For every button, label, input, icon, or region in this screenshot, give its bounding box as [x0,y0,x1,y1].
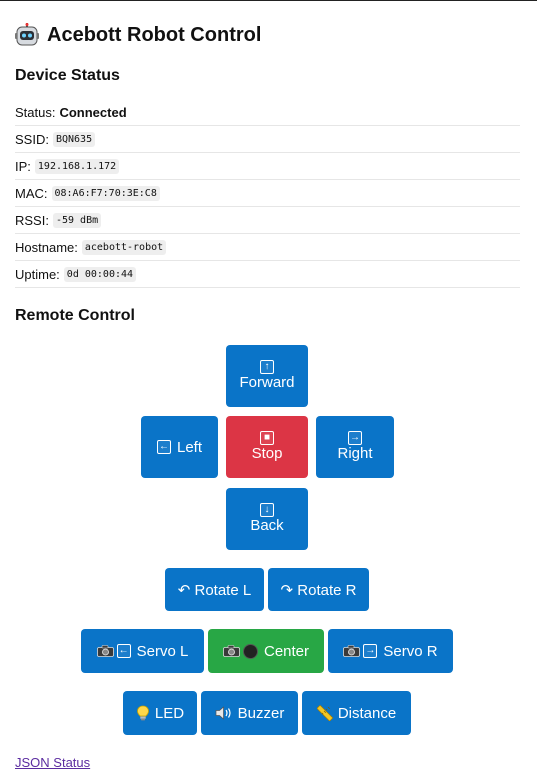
speaker-icon [215,706,231,720]
back-button[interactable]: ↓ Back [226,488,308,550]
arrow-down-icon: ↓ [260,503,274,517]
ssid-label: SSID: [15,131,49,147]
stop-label: Stop [251,445,283,462]
hostname-row: Hostname: acebott-robot [15,234,520,261]
arrow-right-icon: → [348,431,362,445]
buzzer-button[interactable]: Buzzer [201,691,298,735]
robot-icon [15,23,39,46]
camera-icon [223,645,240,657]
status-value: Connected [59,104,127,120]
mac-label: MAC: [15,185,48,201]
left-label: Left [176,438,203,456]
light-bulb-icon [137,705,149,721]
led-button[interactable]: LED [123,691,197,735]
ip-label: IP: [15,158,31,174]
arrow-left-icon: ← [156,440,171,454]
back-label: Back [250,517,284,534]
servo-left-label: Servo L [136,642,189,660]
uptime-row: Uptime: 0d 00:00:44 [15,261,520,288]
right-label: Right [337,445,373,462]
ssid-row: SSID: BQN635 [15,126,520,153]
uptime-value: 0d 00:00:44 [63,266,137,282]
ruler-icon [316,705,333,721]
arrow-right-icon: → [363,644,378,658]
rotate-right-label: ↷ Rotate R [280,581,357,599]
led-label: LED [154,704,185,722]
stop-icon: ■ [260,431,274,445]
mac-value: 08:A6:F7:70:3E:C8 [51,185,160,201]
rotate-left-label: ↶ Rotate L [177,581,252,599]
servo-left-button[interactable]: ← Servo L [81,629,204,673]
arrow-up-icon: ↑ [260,360,274,374]
rssi-row: RSSI: -59 dBm [15,207,520,234]
servo-right-label: Servo R [383,642,438,660]
black-circle-icon [242,643,258,659]
servo-center-button[interactable]: Center [208,629,324,673]
rssi-label: RSSI: [15,212,49,228]
arrow-left-icon: ← [116,644,131,658]
forward-button[interactable]: ↑ Forward [226,345,308,407]
device-status-heading: Device Status [15,67,120,84]
buzzer-label: Buzzer [237,704,285,722]
page-title: Acebott Robot Control [15,21,522,49]
rotate-right-button[interactable]: ↷ Rotate R [268,568,369,611]
ip-row: IP: 192.168.1.172 [15,153,520,180]
stop-button[interactable]: ■ Stop [226,416,308,478]
left-button[interactable]: ← Left [141,416,218,478]
mac-row: MAC: 08:A6:F7:70:3E:C8 [15,180,520,207]
ip-value: 192.168.1.172 [34,158,120,174]
camera-icon [96,645,114,657]
status-row: Status: Connected [15,99,520,126]
forward-label: Forward [239,374,295,391]
device-status-list: Status: Connected SSID: BQN635 IP: 192.1… [15,99,522,288]
distance-label: Distance [337,704,397,722]
uptime-label: Uptime: [15,266,60,282]
remote-control-heading: Remote Control [15,307,135,324]
hostname-label: Hostname: [15,239,78,255]
ssid-value: BQN635 [52,131,96,147]
right-button[interactable]: → Right [316,416,394,478]
app-title: Acebott Robot Control [47,23,262,46]
json-status-link[interactable]: JSON Status [15,755,91,770]
rotate-left-button[interactable]: ↶ Rotate L [165,568,264,611]
hostname-value: acebott-robot [81,239,167,255]
distance-button[interactable]: Distance [302,691,411,735]
camera-icon [343,645,361,657]
rssi-value: -59 dBm [52,212,102,228]
status-label: Status: [15,104,56,120]
center-label: Center [263,642,310,660]
servo-right-button[interactable]: → Servo R [328,629,453,673]
